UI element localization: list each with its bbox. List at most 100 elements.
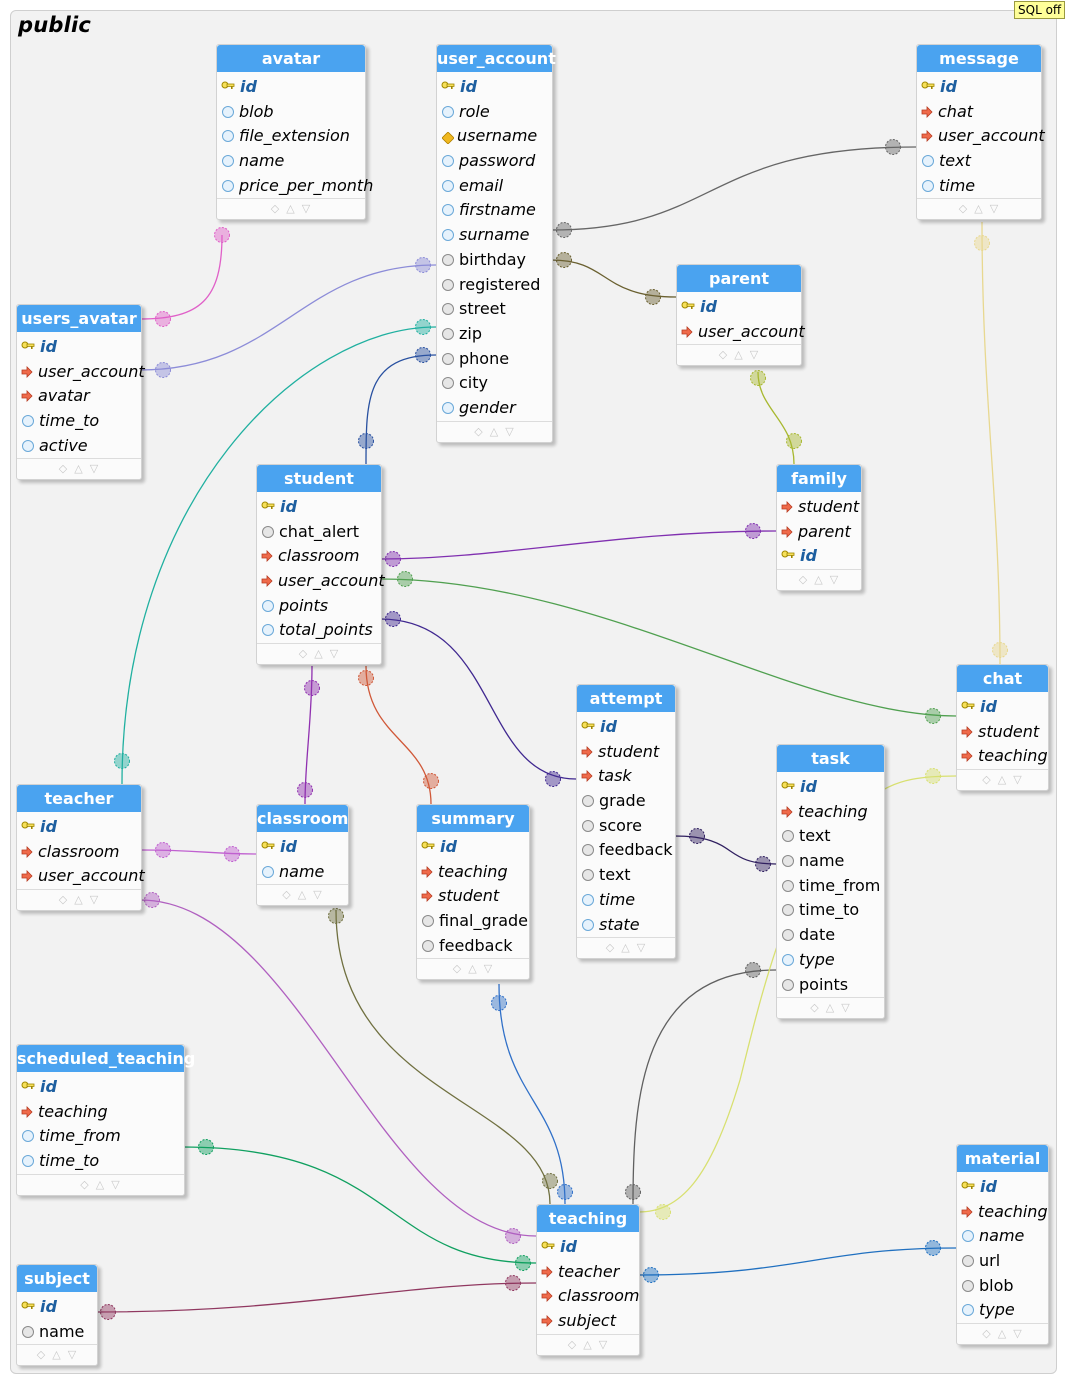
relation-teaching-subject[interactable] xyxy=(95,1282,537,1313)
table-header[interactable]: subject xyxy=(17,1265,97,1292)
column-row[interactable]: user_account xyxy=(917,124,1045,149)
column-row[interactable]: blob xyxy=(217,100,365,125)
triangle-down-icon[interactable]: ▽ xyxy=(749,348,766,362)
triangle-up-icon[interactable]: △ xyxy=(314,647,330,661)
relation-teacher-user-account[interactable] xyxy=(121,326,437,785)
triangle-up-icon[interactable]: △ xyxy=(814,573,830,587)
triangle-down-icon[interactable]: ▽ xyxy=(636,941,653,955)
column-row[interactable]: grade xyxy=(577,789,675,814)
table-header[interactable]: avatar xyxy=(217,45,365,72)
column-row[interactable]: student xyxy=(777,495,861,520)
table-header[interactable]: chat xyxy=(957,665,1048,692)
column-row[interactable]: time xyxy=(917,174,1041,199)
relation-message-user-account[interactable] xyxy=(550,146,917,231)
table-header[interactable]: parent xyxy=(677,265,801,292)
column-row[interactable]: zip xyxy=(437,322,552,347)
column-row[interactable]: city xyxy=(437,371,552,396)
column-row[interactable]: time xyxy=(577,888,675,913)
triangle-up-icon[interactable]: △ xyxy=(286,202,302,216)
column-row[interactable]: classroom xyxy=(17,840,141,865)
diamond-icon[interactable]: ◇ xyxy=(605,941,622,955)
column-row[interactable]: student xyxy=(577,740,675,765)
triangle-up-icon[interactable]: △ xyxy=(825,1001,842,1015)
column-row[interactable]: feedback xyxy=(577,838,675,863)
diamond-icon[interactable]: ◇ xyxy=(36,1348,53,1362)
column-row[interactable]: user_account xyxy=(257,569,385,594)
diamond-icon[interactable]: ◇ xyxy=(80,1177,96,1191)
relation-users-avatar-avatar[interactable] xyxy=(139,234,223,320)
triangle-up-icon[interactable]: △ xyxy=(95,1177,112,1191)
relation-chat-teaching[interactable] xyxy=(882,775,957,791)
column-row[interactable]: id xyxy=(677,295,801,320)
diamond-icon[interactable]: ◇ xyxy=(298,647,315,661)
column-row[interactable]: phone xyxy=(437,347,552,372)
column-row[interactable]: gender xyxy=(437,396,552,421)
table-header[interactable]: student xyxy=(257,465,381,492)
relation-attempt-student[interactable] xyxy=(379,618,577,780)
column-row[interactable]: student xyxy=(957,720,1048,745)
triangle-down-icon[interactable]: ▽ xyxy=(89,893,106,907)
relation-student-user-account[interactable] xyxy=(365,354,437,465)
column-row[interactable]: id xyxy=(17,1295,97,1320)
column-row[interactable]: classroom xyxy=(257,544,381,569)
column-row[interactable]: id xyxy=(437,75,552,100)
column-row[interactable]: subject xyxy=(537,1309,639,1334)
column-row[interactable]: password xyxy=(437,149,552,174)
relation-chat-student[interactable] xyxy=(379,578,957,717)
column-row[interactable]: feedback xyxy=(417,934,529,959)
relation-teaching-teacher[interactable] xyxy=(139,899,537,1237)
column-row[interactable]: parent xyxy=(777,520,861,545)
triangle-up-icon[interactable]: △ xyxy=(734,348,750,362)
table-header[interactable]: material xyxy=(957,1145,1048,1172)
sql-toggle-badge[interactable]: SQL off xyxy=(1014,1,1066,19)
column-row[interactable]: name xyxy=(257,860,348,885)
column-row[interactable]: id xyxy=(957,1175,1048,1200)
column-row[interactable]: registered xyxy=(437,273,552,298)
diamond-icon[interactable]: ◇ xyxy=(567,1337,584,1351)
column-row[interactable]: chat_alert xyxy=(257,520,381,545)
column-row[interactable]: role xyxy=(437,100,552,125)
triangle-down-icon[interactable]: ▽ xyxy=(829,573,846,587)
column-row[interactable]: state xyxy=(577,913,675,938)
relation-summary-teaching[interactable] xyxy=(498,983,566,1205)
column-row[interactable]: firstname xyxy=(437,198,552,223)
column-row[interactable]: user_account xyxy=(677,320,805,345)
relation-family-parent[interactable] xyxy=(757,371,795,465)
diamond-icon[interactable]: ◇ xyxy=(958,202,975,216)
column-row[interactable]: id xyxy=(917,75,1041,100)
diamond-icon[interactable]: ◇ xyxy=(474,424,490,438)
table-header[interactable]: message xyxy=(917,45,1041,72)
column-row[interactable]: user_account xyxy=(17,360,145,385)
column-row[interactable]: teaching xyxy=(417,860,529,885)
triangle-up-icon[interactable]: △ xyxy=(997,773,1014,787)
triangle-down-icon[interactable]: ▽ xyxy=(301,202,318,216)
relation-parent-user-account[interactable] xyxy=(550,259,677,298)
relation-task-teaching[interactable] xyxy=(632,969,777,1205)
column-row[interactable]: name xyxy=(17,1320,97,1345)
triangle-up-icon[interactable]: △ xyxy=(74,893,90,907)
triangle-down-icon[interactable]: ▽ xyxy=(329,647,346,661)
relation-scheduled-teaching-teaching[interactable] xyxy=(182,1146,537,1264)
relation-message-chat[interactable] xyxy=(981,221,1001,665)
column-row[interactable]: teacher xyxy=(537,1260,639,1285)
diamond-icon[interactable]: ◇ xyxy=(58,893,75,907)
column-row[interactable]: price_per_month xyxy=(217,174,373,199)
column-row[interactable]: points xyxy=(257,594,381,619)
triangle-up-icon[interactable]: △ xyxy=(997,1327,1014,1341)
column-row[interactable]: name xyxy=(957,1224,1048,1249)
column-row[interactable]: type xyxy=(777,948,884,973)
column-row[interactable]: total_points xyxy=(257,618,381,643)
column-row[interactable]: street xyxy=(437,297,552,322)
table-header[interactable]: family xyxy=(777,465,861,492)
